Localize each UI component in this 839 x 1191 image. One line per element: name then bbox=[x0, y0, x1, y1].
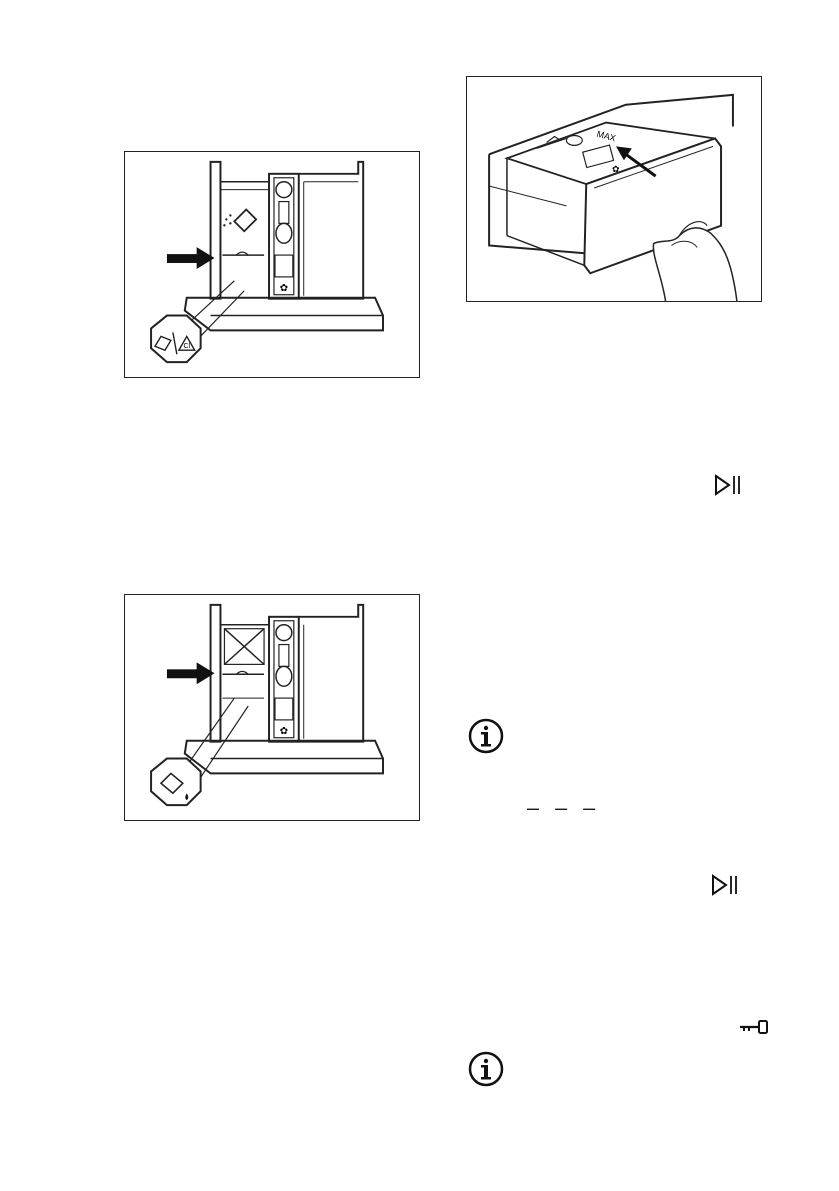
door-lock-icon bbox=[738, 1019, 770, 1035]
drawer-insertion-illustration: MAX ✿ bbox=[467, 77, 761, 301]
info-icon-2 bbox=[468, 1051, 504, 1087]
display-dashes: – – – bbox=[527, 796, 597, 820]
info-icon bbox=[468, 718, 504, 754]
chlorine-label: Cl bbox=[183, 343, 190, 350]
detergent-drawer-illustration: ✿ Cl bbox=[125, 152, 419, 377]
start-pause-icon bbox=[714, 474, 744, 496]
detergent-drawer-liquid-illustration: ✿ bbox=[125, 595, 419, 820]
detergent-drawer-figure-1: ✿ Cl bbox=[124, 151, 420, 378]
svg-text:✿: ✿ bbox=[280, 726, 288, 737]
detergent-drawer-figure-2: ✿ bbox=[124, 594, 420, 821]
start-pause-icon-2 bbox=[711, 874, 741, 896]
drawer-insertion-figure: MAX ✿ bbox=[466, 76, 762, 302]
max-label: MAX bbox=[596, 129, 617, 144]
svg-text:✿: ✿ bbox=[280, 283, 288, 294]
